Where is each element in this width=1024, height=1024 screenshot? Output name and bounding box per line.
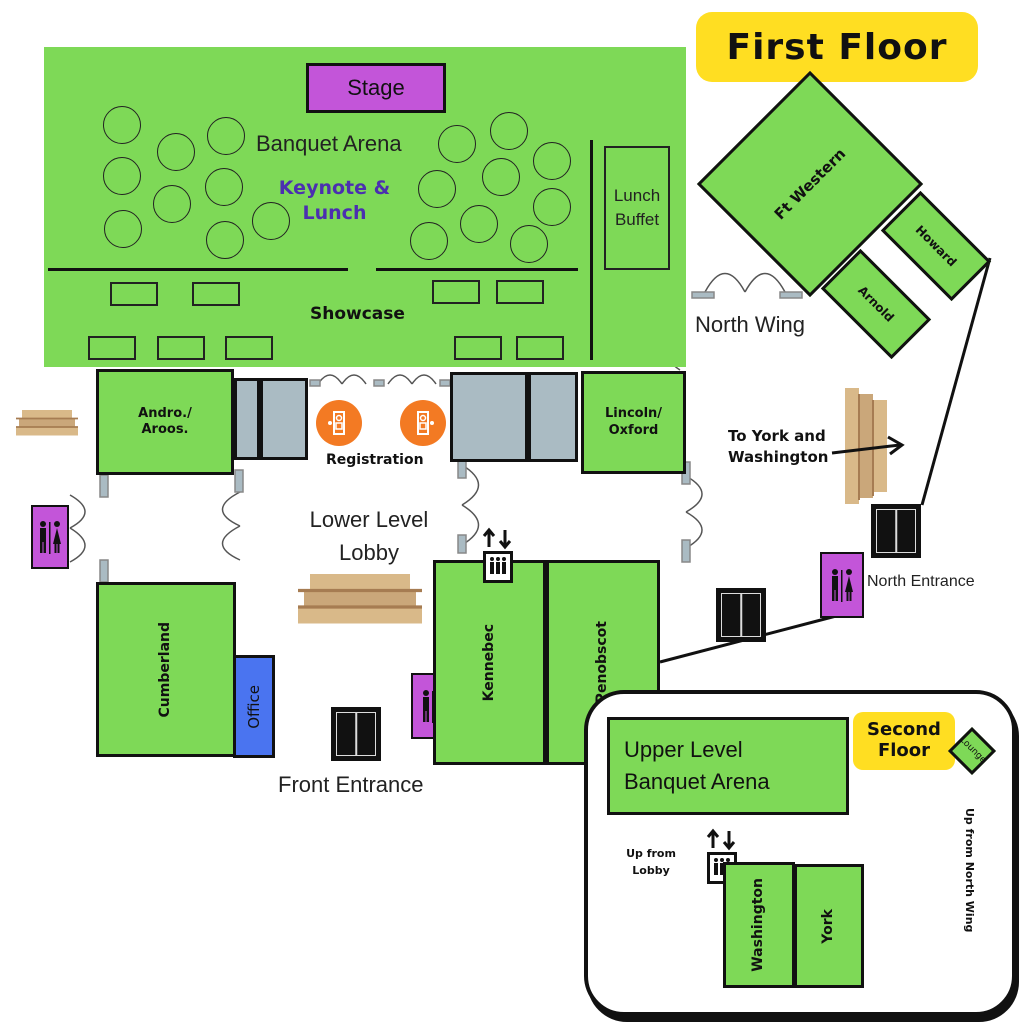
room-andro-aroos[interactable]: Andro./ Aroos. xyxy=(96,369,234,475)
room-cumberland[interactable]: Cumberland xyxy=(96,582,236,757)
first-floor-title: First Floor xyxy=(696,12,978,82)
door-icon[interactable] xyxy=(716,588,766,642)
keynote-lunch-label: Keynote & Lunch xyxy=(278,177,391,224)
showcase-table xyxy=(88,336,136,360)
restroom-icon xyxy=(40,521,61,554)
table-round xyxy=(490,112,528,150)
table-round xyxy=(205,168,243,206)
corridor-line-north xyxy=(920,257,992,506)
showcase-table xyxy=(432,280,480,304)
showcase-table xyxy=(110,282,158,306)
room-arnold-label: Arnold xyxy=(855,282,898,325)
up-from-lobby-label: Up from Lobby xyxy=(626,847,676,877)
buffet-wall xyxy=(590,140,593,360)
room-lounge-label: Lounge xyxy=(957,735,988,766)
first-floor-title-text: First Floor xyxy=(726,26,948,68)
table-round xyxy=(510,225,548,263)
stairs-lobby-icon xyxy=(296,572,424,626)
room-kennebec[interactable]: Kennebec xyxy=(433,560,546,765)
room-upper-banquet-label: Upper Level Banquet Arena xyxy=(624,737,770,794)
room-kennebec-label: Kennebec xyxy=(480,623,497,702)
stage[interactable]: Stage xyxy=(306,63,446,113)
registration-label: Registration xyxy=(326,452,424,468)
room-washington-label: Washington xyxy=(750,878,767,972)
showcase-label: Showcase xyxy=(310,304,405,324)
banquet-arena-label: Banquet Arena xyxy=(256,131,402,156)
table-round xyxy=(460,205,498,243)
registration-icon xyxy=(316,400,362,446)
table-round xyxy=(153,185,191,223)
stairs-left-icon xyxy=(15,409,79,437)
room-york-label: York xyxy=(820,908,837,944)
restroom-left xyxy=(31,505,69,569)
front-entrance-label: Front Entrance xyxy=(278,772,424,797)
table-round xyxy=(252,202,290,240)
room-office[interactable]: Office xyxy=(233,655,275,758)
north-wing-label: North Wing xyxy=(695,312,806,337)
partition-1 xyxy=(234,378,260,460)
lunch-buffet[interactable]: Lunch Buffet xyxy=(604,146,670,270)
partition-3 xyxy=(450,372,528,462)
showcase-table xyxy=(157,336,205,360)
second-floor-title: Second Floor xyxy=(853,712,955,770)
table-round xyxy=(482,158,520,196)
table-round xyxy=(157,133,195,171)
room-lincoln-oxford-label: Lincoln/ Oxford xyxy=(604,406,663,438)
second-floor-title-text: Second Floor xyxy=(867,719,941,761)
lower-lobby-label: Lower Level Lobby xyxy=(309,507,429,565)
up-from-north-label: Up from North Wing xyxy=(963,808,976,933)
room-howard-label: Howard xyxy=(913,222,960,269)
table-round xyxy=(418,170,456,208)
to-york-label: To York and Washington xyxy=(728,427,829,466)
door-icon[interactable] xyxy=(331,707,381,761)
banquet-divider-right xyxy=(376,268,578,271)
room-upper-banquet[interactable]: Upper Level Banquet Arena xyxy=(607,717,849,815)
table-round xyxy=(103,157,141,195)
showcase-table xyxy=(516,336,564,360)
door-icon[interactable] xyxy=(871,504,921,558)
table-round xyxy=(438,125,476,163)
table-round xyxy=(103,106,141,144)
stage-label: Stage xyxy=(347,75,405,100)
table-round xyxy=(207,117,245,155)
showcase-table xyxy=(225,336,273,360)
room-office-label: Office xyxy=(244,684,263,729)
table-round xyxy=(533,188,571,226)
direction-arrow-icon xyxy=(831,435,905,456)
north-entrance-label: North Entrance xyxy=(867,573,975,590)
table-round xyxy=(410,222,448,260)
room-ft-western-label: Ft Western xyxy=(770,144,850,224)
room-york[interactable]: York xyxy=(794,864,864,988)
room-cumberland-label: Cumberland xyxy=(157,621,174,718)
showcase-table xyxy=(496,280,544,304)
room-lincoln-oxford[interactable]: Lincoln/ Oxford xyxy=(581,371,686,474)
registration-icon xyxy=(400,400,446,446)
elevator-icon xyxy=(480,527,516,585)
showcase-table xyxy=(192,282,240,306)
partition-2 xyxy=(260,378,308,460)
table-round xyxy=(104,210,142,248)
table-round xyxy=(533,142,571,180)
room-andro-aroos-label: Andro./ Aroos. xyxy=(138,405,192,437)
banquet-divider-left xyxy=(48,268,348,271)
room-penobscot-label: Penobscot xyxy=(594,621,611,704)
restroom-icon xyxy=(832,569,853,602)
room-washington[interactable]: Washington xyxy=(723,862,795,988)
lunch-buffet-label: Lunch Buffet xyxy=(613,186,661,229)
table-round xyxy=(206,221,244,259)
showcase-table xyxy=(454,336,502,360)
restroom-north xyxy=(820,552,864,618)
partition-4 xyxy=(528,372,578,462)
